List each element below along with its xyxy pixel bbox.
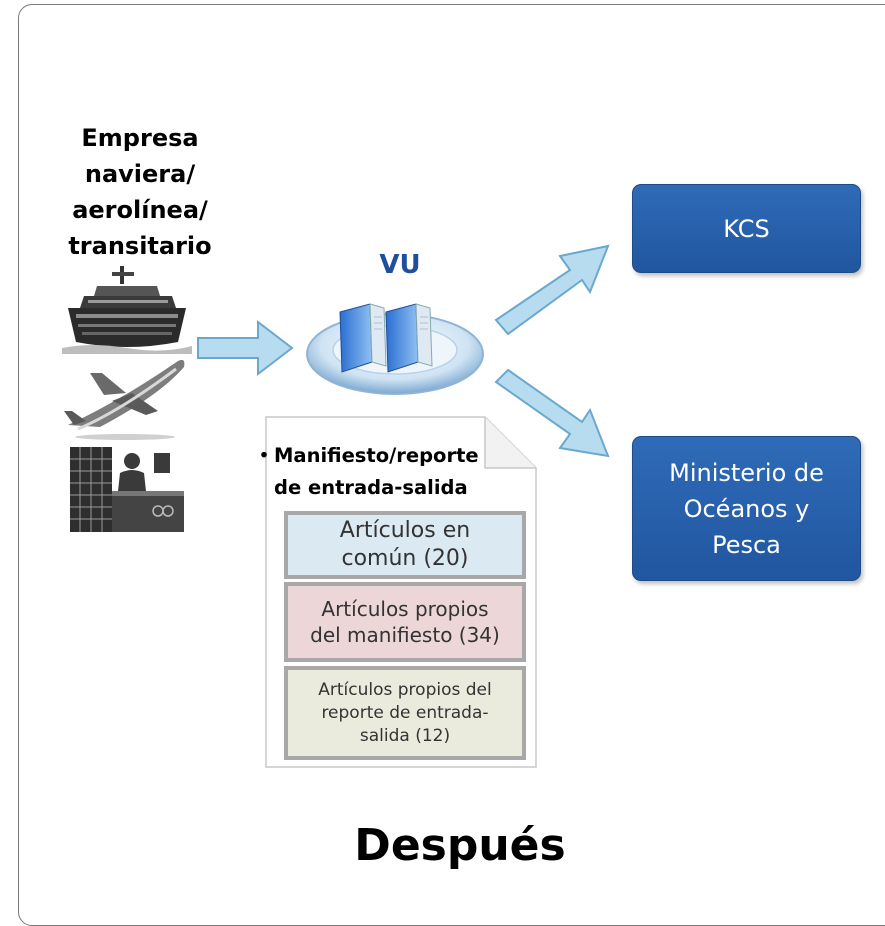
item-line: reporte de entrada- — [321, 702, 489, 723]
item-line: común (20) — [341, 546, 469, 571]
sender-title-line: naviera/ — [84, 160, 196, 188]
item-line: Artículos propios — [321, 597, 489, 621]
document-title: •Manifiesto/reporte de entrada-salida — [254, 440, 524, 504]
hub-label: VU — [379, 250, 421, 280]
agency-box-kcs: KCS — [632, 184, 861, 273]
server-icon — [306, 303, 484, 395]
item-box-manifest: Artículos propios del manifiesto (34) — [284, 582, 526, 662]
agency-box-ministry: Ministerio de Océanos y Pesca — [632, 436, 861, 581]
agency-label: Océanos y — [683, 494, 810, 523]
sender-title-line: aerolínea/ — [72, 196, 208, 224]
document-title-line: Manifiesto/reporte — [274, 444, 479, 467]
sender-title-line: Empresa — [81, 124, 199, 152]
bullet-icon: • — [258, 444, 270, 467]
item-box-common: Artículos en común (20) — [284, 511, 526, 579]
flow-arrow — [494, 368, 610, 458]
item-line: salida (12) — [359, 725, 451, 746]
forwarder-desk-icon — [70, 447, 184, 532]
agency-label: Pesca — [712, 530, 781, 559]
sender-title: Empresa naviera/ aerolínea/ transitario — [50, 120, 230, 264]
flow-arrow — [494, 244, 610, 336]
sender-title-line: transitario — [68, 232, 212, 260]
item-line: del manifiesto (34) — [310, 623, 500, 647]
airplane-icon — [64, 359, 185, 440]
agency-label: Ministerio de — [669, 458, 824, 487]
ship-icon — [62, 266, 192, 354]
flow-arrow — [197, 319, 294, 377]
item-box-report: Artículos propios del reporte de entrada… — [284, 666, 526, 760]
agency-label: KCS — [723, 214, 770, 243]
document-title-line: de entrada-salida — [274, 476, 468, 499]
item-line: Artículos propios del — [318, 679, 492, 700]
item-line: Artículos en — [339, 518, 471, 543]
footer-title: Después — [354, 820, 566, 871]
